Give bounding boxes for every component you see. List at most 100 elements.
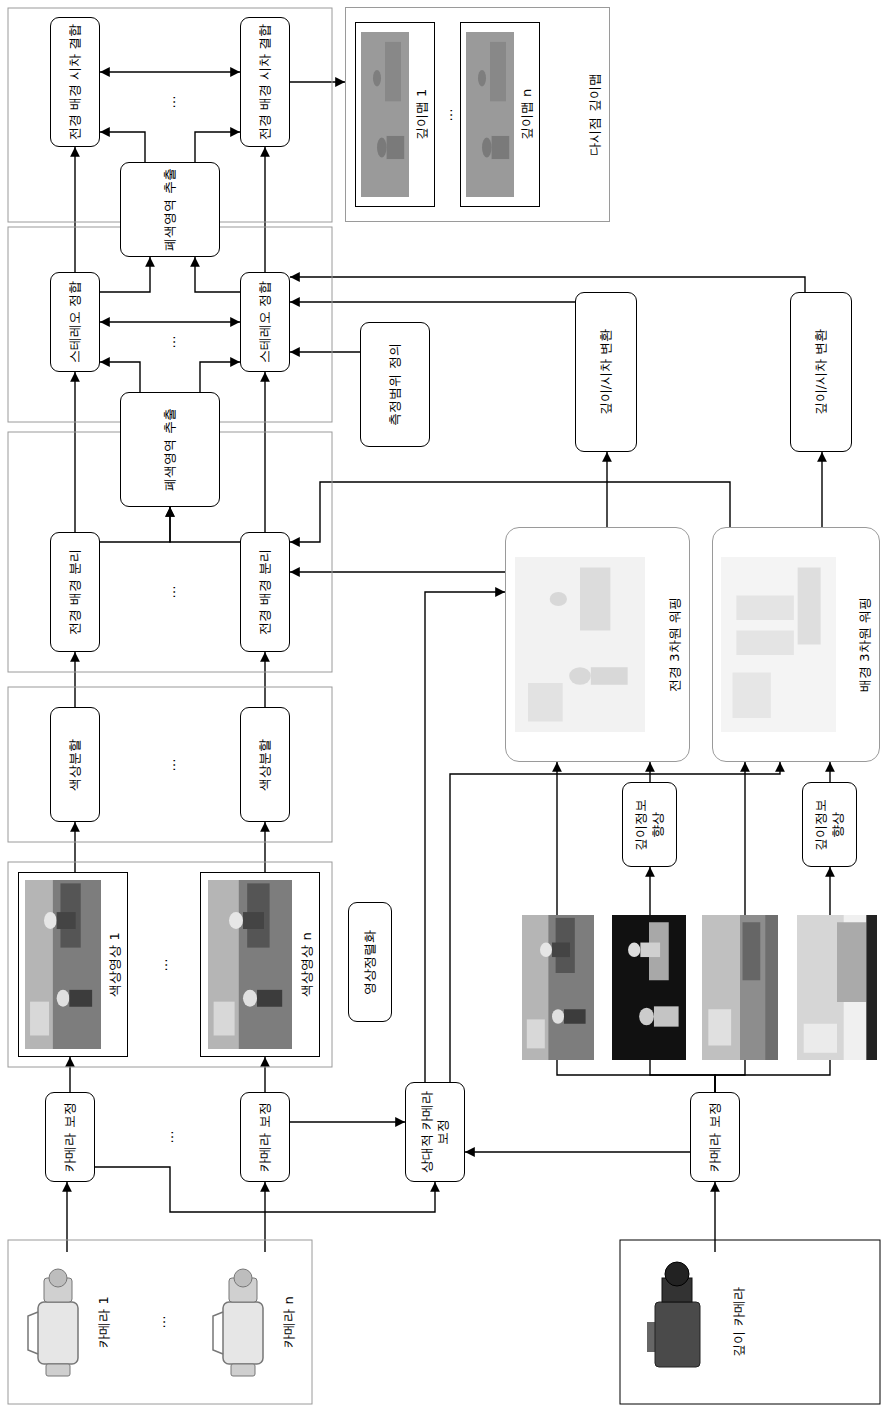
color-image-panel: [8, 862, 332, 1067]
camera-lens-glass: [234, 1269, 252, 1287]
node-text: 전경 3차원 워핑: [667, 597, 683, 692]
flow-arrow: [74, 147, 75, 272]
flow-arrow: [100, 362, 140, 392]
node-text: 깊이/시차 변환: [813, 329, 829, 416]
node-text: 측정범위 정의: [387, 343, 403, 425]
flow-arrow: [290, 1121, 405, 1122]
node-text: 카메라 보정: [707, 1102, 723, 1171]
node-text: 스테레오 정합: [257, 281, 273, 363]
warping-box: 전경 3차원 워핑: [505, 527, 690, 762]
process-box: 스테레오 정합: [240, 272, 290, 372]
depth-map-image: [361, 32, 409, 197]
node-text: 깊이맵 1: [414, 89, 430, 140]
node-text: 깊이/시차 변환: [598, 329, 614, 416]
node-text: 전경 배경 분리: [67, 549, 83, 635]
ellipsis-mark: …: [441, 109, 454, 122]
camera-icon: [28, 1269, 78, 1376]
node-text: 카메라 1: [96, 1296, 112, 1347]
camera-body: [223, 1302, 263, 1364]
flow-arrow: [100, 257, 150, 292]
camera-lens-glass: [49, 1269, 67, 1287]
camera-viewfinder: [231, 1364, 255, 1376]
foreground-depth-image: [612, 915, 686, 1060]
process-box: 전경 배경 분리: [50, 532, 100, 652]
node-text: 색상영상 n: [299, 932, 315, 996]
process-box: 영상정렬화: [348, 902, 392, 1022]
node-text: 스테레오 정합: [67, 281, 83, 363]
flow-arrow: [290, 301, 575, 302]
flow-arrow: [714, 1182, 715, 1252]
process-box: 카메라 보정: [45, 1092, 95, 1182]
segmentation-panel: [8, 687, 332, 842]
flow-arrow: [290, 482, 730, 542]
flow-arrow: [100, 507, 170, 542]
color-photo: [208, 880, 292, 1049]
camera-node: 깊이 카메라: [640, 1252, 750, 1392]
flow-arrow: [74, 652, 75, 707]
flow-arrow: [264, 1182, 265, 1252]
node-text: 폐색영역 추출: [162, 408, 178, 490]
flow-arrow: [264, 652, 265, 707]
warping-preview: [515, 557, 645, 732]
node-text: 폐색영역 추출: [162, 168, 178, 250]
output-panel: 다시점 깊이맵 깊이맵 1 깊이맵 n: [345, 7, 610, 222]
flow-arrow: [264, 822, 265, 872]
process-box: 전경 배경 시차 결합: [240, 17, 290, 147]
flow-arrow: [200, 362, 240, 392]
warping-preview: [721, 557, 836, 732]
flow-arrow: [74, 372, 75, 532]
image-box: 색상영상 1: [18, 872, 128, 1057]
flow-arrow: [66, 1182, 67, 1252]
flow-arrow: [170, 507, 240, 542]
depth-camera-body: [655, 1302, 700, 1367]
ellipsis-mark: …: [164, 96, 177, 109]
node-text: 카메라 보정: [62, 1102, 78, 1171]
process-box: 전경 배경 시차 결합: [50, 17, 100, 147]
node-text: 깊이정보 향상: [633, 788, 666, 861]
flow-arrow: [100, 71, 240, 72]
image-box: 색상영상 n: [200, 872, 320, 1057]
depth-camera-glass: [665, 1262, 689, 1286]
camera-panel: [8, 1240, 312, 1404]
foreground-photo: [522, 915, 594, 1060]
depth-camera-top: [647, 1322, 655, 1352]
process-box: 색상분할: [240, 707, 290, 822]
flow-arrow: [195, 257, 240, 292]
process-box: 폐색영역 추출: [120, 162, 220, 257]
process-box: 색상분할: [50, 707, 100, 822]
camera-viewfinder: [46, 1364, 70, 1376]
node-text: 색상분할: [257, 739, 273, 791]
process-box: 스테레오 정합: [50, 272, 100, 372]
node-text: 카메라 보정: [257, 1102, 273, 1171]
camera-handle: [28, 1312, 38, 1354]
ellipsis-mark: …: [162, 1131, 175, 1144]
flow-arrow: [264, 372, 265, 532]
image-box: 깊이맵 n: [460, 22, 540, 207]
process-box: 깊이/시차 변환: [790, 292, 852, 452]
color-photo: [25, 880, 101, 1049]
node-text: 다시점 깊이맵: [587, 73, 603, 155]
flow-arrow: [290, 81, 345, 82]
ellipsis-mark: …: [164, 336, 177, 349]
node-text: 깊이 카메라: [731, 1287, 747, 1356]
flow-arrow: [195, 132, 240, 162]
ellipsis-mark: …: [164, 759, 177, 772]
camera-icon: [213, 1269, 263, 1376]
flow-arrow: [290, 277, 805, 292]
camera-node: 카메라 n: [205, 1252, 300, 1392]
node-text: 색상분할: [67, 739, 83, 791]
node-text: 상대적 카메라 보정: [419, 1088, 452, 1176]
ellipsis-mark: …: [156, 959, 169, 972]
flow-arrow: [821, 452, 822, 527]
process-box: 카메라 보정: [240, 1092, 290, 1182]
node-text: 전경 배경 시차 결합: [257, 24, 273, 140]
flow-arrow: [450, 762, 780, 1082]
flow-arrow: [74, 822, 75, 872]
process-box: 폐색영역 추출: [120, 392, 220, 507]
image-box: 깊이맵 1: [355, 22, 435, 207]
process-box: 상대적 카메라 보정: [405, 1082, 465, 1182]
flow-arrow: [264, 1057, 265, 1092]
